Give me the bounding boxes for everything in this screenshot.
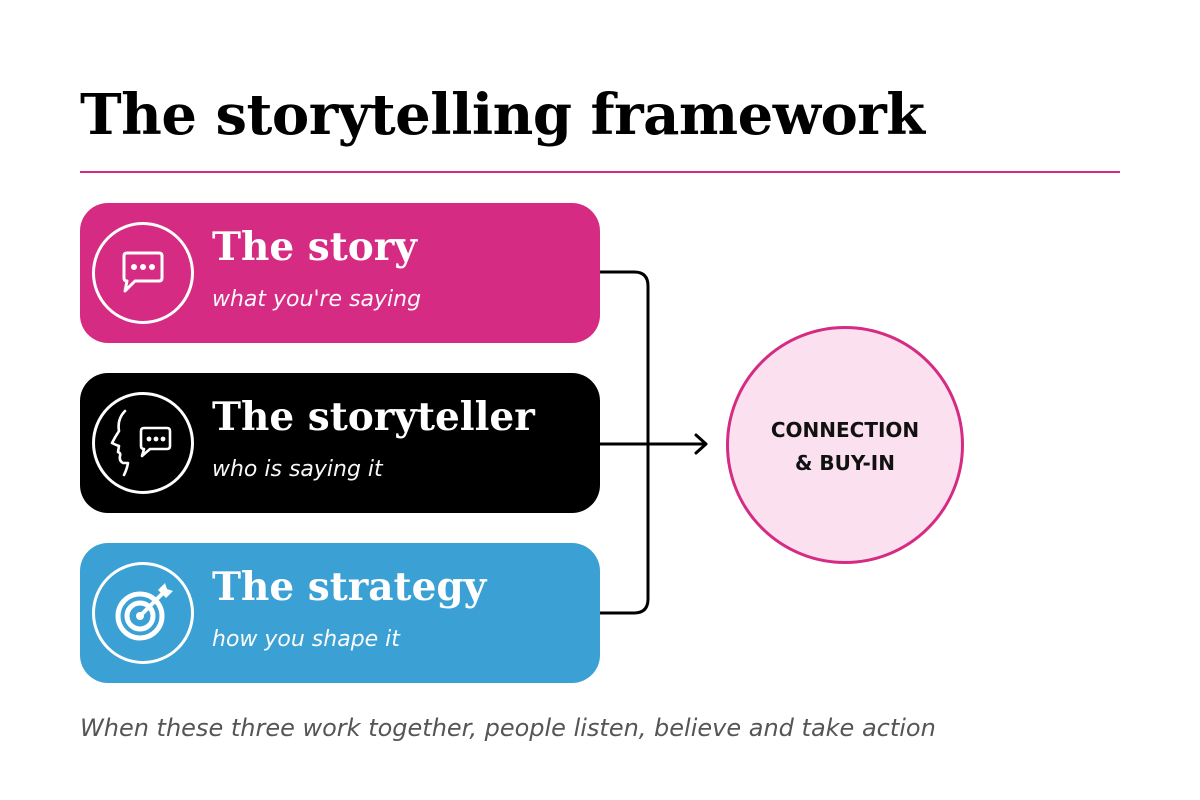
story-card-title: The story: [212, 224, 417, 270]
outcome-circle: CONNECTION & BUY-IN: [726, 326, 964, 564]
page-title: The storytelling framework: [80, 82, 925, 148]
storyteller-card-subtitle: who is saying it: [212, 457, 383, 482]
outcome-line-2: & BUY-IN: [795, 451, 895, 475]
strategy-card: The strategy how you shape it: [80, 543, 600, 683]
storyteller-card-title: The storyteller: [212, 394, 535, 440]
outcome-line-1: CONNECTION: [770, 418, 920, 442]
outcome-label: CONNECTION & BUY-IN: [729, 414, 961, 480]
title-divider: [80, 171, 1120, 173]
connector-arrow: [600, 270, 708, 615]
speech-bubble-icon: [92, 222, 194, 324]
storyteller-card: The storyteller who is saying it: [80, 373, 600, 513]
story-card-subtitle: what you're saying: [212, 287, 422, 312]
story-card: The story what you're saying: [80, 203, 600, 343]
speaking-head-icon: [92, 392, 194, 494]
caption: When these three work together, people l…: [80, 714, 936, 742]
target-arrow-icon: [92, 562, 194, 664]
strategy-card-title: The strategy: [212, 564, 487, 610]
strategy-card-subtitle: how you shape it: [212, 627, 400, 652]
